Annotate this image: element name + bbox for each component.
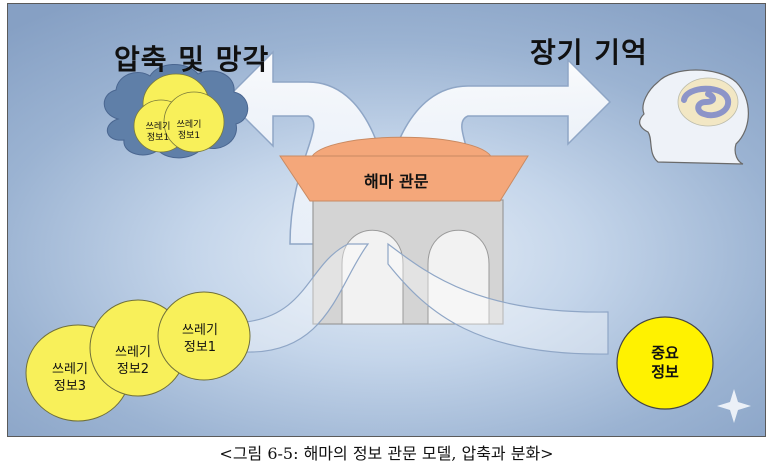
gate-structure	[312, 199, 504, 325]
important-bubble	[616, 316, 714, 410]
cloud-bubbles	[133, 73, 225, 153]
trash-bubble-text: 쓰레기 정보1	[182, 323, 218, 355]
head-icon	[639, 69, 749, 165]
trash-bubbles	[25, 291, 251, 422]
cloud-bubble-text: 쓰레기 정보1	[176, 120, 202, 141]
trash-bubble-text: 쓰레기 정보2	[115, 345, 151, 377]
important-bubble-text: 중요 정보	[651, 344, 679, 381]
sparkle-icon	[717, 389, 751, 423]
long-term-memory-label: 장기 기억	[530, 36, 648, 69]
compression-label: 압축 및 망각	[114, 43, 270, 76]
input-flow-band	[245, 242, 609, 355]
figure-caption: <그림 6-5: 해마의 정보 관문 모델, 압축과 분화>	[219, 444, 554, 463]
gate-label: 해마 관문	[364, 172, 429, 191]
diagram-frame: 압축 및 망각 장기 기억 해마 관문 쓰레기 정보1 쓰레기 정보1 쓰레기 …	[7, 3, 766, 437]
trash-bubble-text: 쓰레기 정보3	[52, 362, 88, 394]
cloud-bubble-text: 쓰레기 정보1	[145, 122, 171, 143]
gate-roof	[279, 136, 529, 202]
